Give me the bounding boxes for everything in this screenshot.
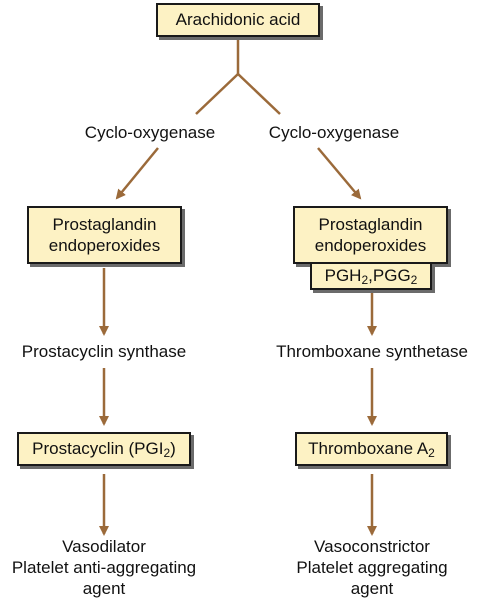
anti-aggregating-label: Platelet anti-aggregating [11, 558, 197, 577]
thromboxane-a2-box: Thromboxane A2 [295, 432, 448, 466]
left-endoperoxides-line2: endoperoxides [48, 236, 161, 255]
right-endoperoxides-box: Prostaglandin endoperoxides [293, 206, 448, 264]
thromboxane-synthetase-label: Thromboxane synthetase [276, 342, 468, 361]
a2-subscript: 2 [428, 446, 435, 460]
prostacyclin-label: Prostacyclin (PGI [32, 439, 164, 458]
aggregating-label: Platelet aggregating [296, 558, 448, 577]
arrow-right-to-endoperoxides [317, 147, 362, 200]
arachidonic-acid-label: Arachidonic acid [175, 10, 301, 29]
right-cyclo-oxygenase-label: Cyclo-oxygenase [268, 123, 400, 142]
right-endoperoxides-line1: Prostaglandin [318, 215, 423, 234]
pgg-label: ,PGG [368, 266, 411, 285]
left-agent-label: agent [82, 579, 126, 598]
right-agent-label: agent [350, 579, 394, 598]
arachidonic-acid-box: Arachidonic acid [156, 3, 320, 37]
right-endoperoxides-line2: endoperoxides [314, 236, 427, 255]
prostacyclin-box: Prostacyclin (PGI2) [17, 432, 191, 466]
arrow-left-to-endoperoxides [115, 147, 159, 200]
left-cyclo-oxygenase-label: Cyclo-oxygenase [84, 123, 216, 142]
right-effects: Vasoconstrictor Platelet aggregating age… [272, 536, 472, 599]
pgh-label: PGH [324, 266, 362, 285]
branch-left-line [195, 73, 239, 115]
pgg-subscript: 2 [410, 273, 418, 287]
prostacyclin-close-paren: ) [170, 439, 176, 458]
left-endoperoxides-line1: Prostaglandin [52, 215, 157, 234]
vasoconstrictor-label: Vasoconstrictor [314, 537, 430, 556]
prostacyclin-synthase-label: Prostacyclin synthase [21, 342, 187, 361]
left-endoperoxides-box: Prostaglandin endoperoxides [27, 206, 182, 264]
left-effects: Vasodilator Platelet anti-aggregating ag… [0, 536, 208, 599]
pgh2-pgg2-tag: PGH2,PGG2 [310, 262, 432, 290]
branch-right-line [237, 73, 281, 115]
thromboxane-label: Thromboxane A [308, 439, 429, 458]
pgh-subscript: 2 [361, 273, 369, 287]
pgi-subscript: 2 [163, 446, 171, 460]
vasodilator-label: Vasodilator [62, 537, 146, 556]
